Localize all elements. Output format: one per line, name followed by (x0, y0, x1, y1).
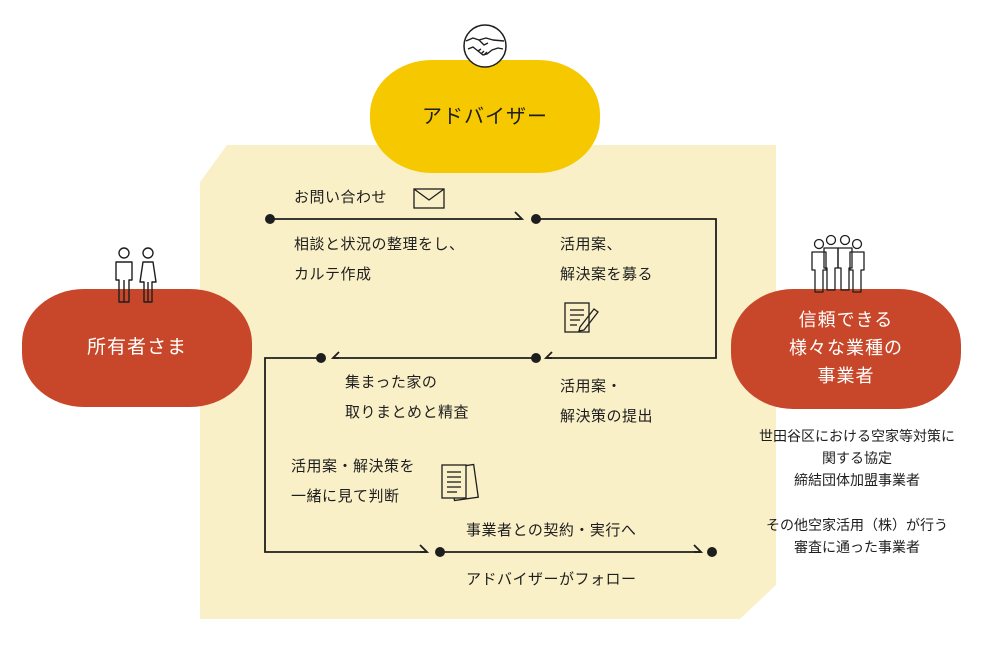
document-pen-icon (564, 302, 599, 333)
partner-label-line: 信頼できる (798, 310, 894, 332)
step-recruit-label: 活用案、 解決案を募る (560, 229, 653, 289)
text-line: お問い合わせ (294, 188, 388, 206)
arrowhead-inquiry (514, 211, 525, 220)
node-start (265, 214, 275, 224)
owner-badge: 所有者さま (22, 289, 252, 407)
node-recruit (531, 214, 541, 224)
step-inquiry-label: お問い合わせ (294, 182, 387, 212)
text-line: 活用案・解決策を (291, 457, 416, 475)
text-line: 審査に通った事業者 (794, 540, 920, 556)
text-line: 世田谷区における空家等対策に (759, 429, 955, 445)
handshake-icon (463, 24, 507, 68)
text-line: 解決策の提出 (560, 407, 654, 425)
text-line: 解決案を募る (560, 265, 654, 283)
step-review-label: 活用案・解決策を 一緒に見て判断 (291, 451, 415, 511)
arrowhead-review (419, 544, 430, 553)
step-follow-label: アドバイザーがフォロー (466, 564, 637, 594)
text-line: 相談と状況の整理をし、 (294, 235, 465, 253)
node-contract (435, 547, 445, 557)
couple-icon (115, 247, 157, 303)
connector-to-submit (536, 218, 717, 359)
node-submit (531, 353, 541, 363)
text-line: 関する協定 (822, 451, 892, 467)
text-line: 活用案・ (560, 377, 623, 395)
text-line: 取りまとめと精査 (345, 403, 470, 421)
text-line: 事業者との契約・実行へ (466, 521, 637, 539)
step-compile-label: 集まった家の 取りまとめと精査 (345, 367, 469, 427)
node-end (707, 547, 717, 557)
text-line: カルテ作成 (294, 265, 372, 283)
text-line: 一緒に見て判断 (291, 487, 400, 505)
text-line: 集まった家の (345, 373, 438, 391)
partner-badge: 信頼できる 様々な業種の 事業者 (731, 289, 961, 409)
partner-note-agreement: 世田谷区における空家等対策に 関する協定 締結団体加盟事業者 (737, 426, 977, 492)
connector-to-review (264, 357, 427, 553)
envelope-icon (413, 188, 445, 209)
text-line: 活用案、 (560, 235, 623, 253)
partner-label-line: 様々な業種の (789, 338, 903, 360)
partner-label-line: 事業者 (817, 365, 875, 387)
group-icon (811, 234, 865, 293)
step-consultation-label: 相談と状況の整理をし、 カルテ作成 (294, 229, 465, 289)
step-contract-label: 事業者との契約・実行へ (466, 515, 636, 545)
node-compile (316, 353, 326, 363)
flow-connectors (264, 211, 717, 553)
process-panel (200, 145, 776, 619)
advisor-badge: アドバイザー (370, 60, 600, 173)
advisor-label: アドバイザー (422, 104, 548, 128)
text-line: その他空家活用（株）が行う (766, 518, 948, 534)
step-submit-label: 活用案・ 解決策の提出 (560, 371, 653, 431)
owner-label: 所有者さま (86, 336, 187, 359)
arrowhead-contract (693, 544, 704, 553)
partner-note-other: その他空家活用（株）が行う 審査に通った事業者 (737, 515, 977, 559)
text-line: アドバイザーがフォロー (466, 570, 637, 588)
text-line: 締結団体加盟事業者 (794, 473, 920, 489)
arrowhead-compile (330, 351, 340, 359)
documents-stack-icon (441, 463, 479, 502)
arrowhead-submit (543, 351, 553, 359)
